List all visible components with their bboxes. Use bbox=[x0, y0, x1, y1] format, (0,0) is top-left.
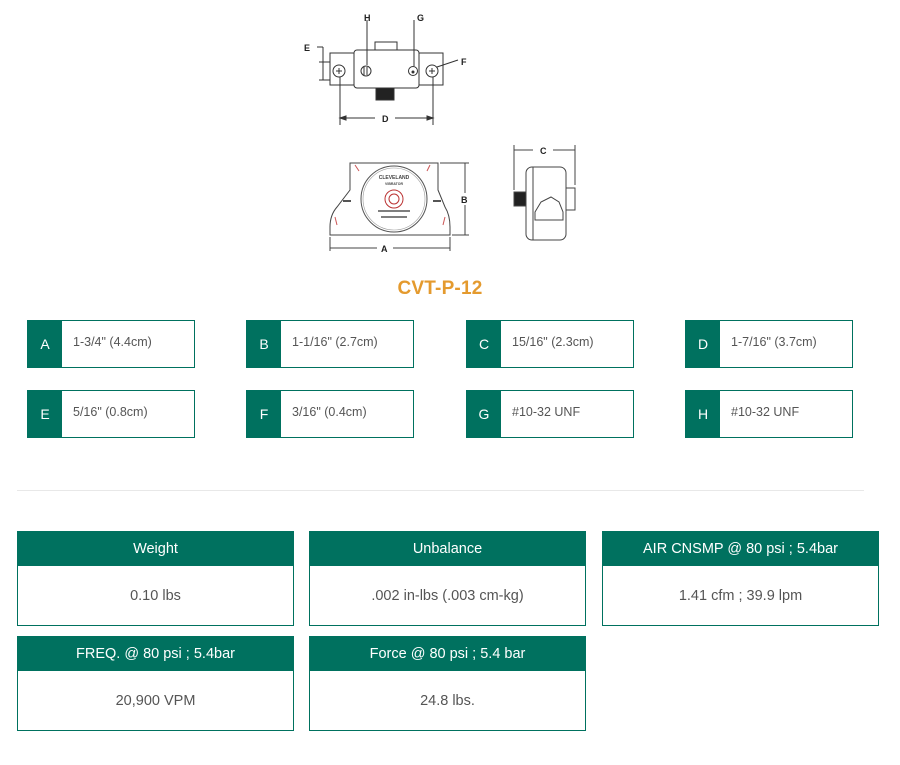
dimension-value: 1-1/16" (2.7cm) bbox=[292, 334, 378, 349]
dimension-key: C bbox=[467, 321, 501, 367]
label-c: C bbox=[540, 146, 547, 156]
spec-label: Weight bbox=[18, 532, 293, 566]
dimension-key: G bbox=[467, 391, 501, 437]
dimension-d: D 1-7/16" (3.7cm) bbox=[685, 320, 853, 368]
dimension-value: 1-7/16" (3.7cm) bbox=[731, 334, 817, 349]
dimension-value: 1-3/4" (4.4cm) bbox=[73, 334, 152, 349]
dimension-key: F bbox=[247, 391, 281, 437]
spec-value: 1.41 cfm ; 39.9 lpm bbox=[678, 587, 803, 604]
dimension-g: G #10-32 UNF bbox=[466, 390, 634, 438]
label-a: A bbox=[381, 244, 388, 254]
label-b: B bbox=[461, 195, 468, 205]
dimension-value: #10-32 UNF bbox=[731, 404, 800, 419]
label-f: F bbox=[461, 57, 467, 67]
label-h: H bbox=[364, 13, 371, 23]
dimension-value: #10-32 UNF bbox=[512, 404, 581, 419]
top-view-drawing: H G E F D bbox=[304, 13, 467, 125]
spec-label: Unbalance bbox=[310, 532, 585, 566]
dimension-key: D bbox=[686, 321, 720, 367]
dimension-h: H #10-32 UNF bbox=[685, 390, 853, 438]
dimension-key: H bbox=[686, 391, 720, 437]
spec-value: .002 in-lbs (.003 cm-kg) bbox=[371, 587, 524, 604]
dimension-value: 15/16" (2.3cm) bbox=[512, 334, 594, 349]
spec-value: 24.8 lbs. bbox=[420, 692, 475, 709]
dimension-b: B 1-1/16" (2.7cm) bbox=[246, 320, 414, 368]
dimension-key: A bbox=[28, 321, 62, 367]
spec-label: FREQ. @ 80 psi ; 5.4bar bbox=[18, 637, 293, 671]
dimension-value: 5/16" (0.8cm) bbox=[73, 404, 148, 419]
spec-frequency: FREQ. @ 80 psi ; 5.4bar 20,900 VPM bbox=[17, 636, 294, 731]
brand-line-2: VIBRATOR bbox=[385, 182, 403, 186]
spec-label: AIR CNSMP @ 80 psi ; 5.4bar bbox=[603, 532, 878, 566]
dimension-value: 3/16" (0.4cm) bbox=[292, 404, 367, 419]
dimension-c: C 15/16" (2.3cm) bbox=[466, 320, 634, 368]
dimension-f: F 3/16" (0.4cm) bbox=[246, 390, 414, 438]
spec-air-consumption: AIR CNSMP @ 80 psi ; 5.4bar 1.41 cfm ; 3… bbox=[602, 531, 879, 626]
spec-value: 20,900 VPM bbox=[115, 692, 196, 709]
spec-force: Force @ 80 psi ; 5.4 bar 24.8 lbs. bbox=[309, 636, 586, 731]
dimension-key: B bbox=[247, 321, 281, 367]
dimension-e: E 5/16" (0.8cm) bbox=[27, 390, 195, 438]
spec-weight: Weight 0.10 lbs bbox=[17, 531, 294, 626]
dimension-a: A 1-3/4" (4.4cm) bbox=[27, 320, 195, 368]
side-view-drawing: C bbox=[513, 145, 576, 241]
brand-line-1: CLEVELAND bbox=[379, 175, 410, 181]
dimension-key: E bbox=[28, 391, 62, 437]
label-g: G bbox=[417, 13, 424, 23]
spec-label: Force @ 80 psi ; 5.4 bar bbox=[310, 637, 585, 671]
label-d: D bbox=[382, 114, 389, 124]
section-divider bbox=[17, 490, 864, 491]
spec-unbalance: Unbalance .002 in-lbs (.003 cm-kg) bbox=[309, 531, 586, 626]
spec-value: 0.10 lbs bbox=[130, 587, 181, 604]
front-view-drawing: CLEVELAND VIBRATOR B A bbox=[329, 162, 469, 254]
product-model-title: CVT-P-12 bbox=[397, 278, 483, 299]
label-e: E bbox=[304, 43, 310, 53]
